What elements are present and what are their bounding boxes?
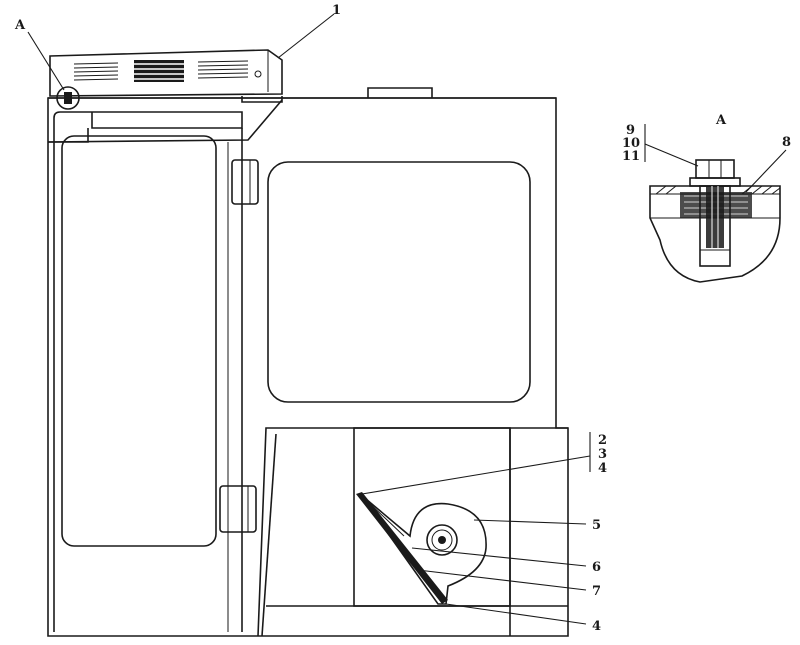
hinge-upper: [231, 159, 259, 205]
roof-vent-cover: [47, 49, 283, 143]
label-part-7: 7: [592, 584, 601, 599]
vent-slots-right: [197, 60, 249, 79]
leader-lines: [277, 13, 591, 625]
label-part-3: 3: [598, 447, 607, 462]
detail-view-a: [644, 124, 787, 283]
detail-bolt-head: [695, 159, 735, 179]
cab-body: [47, 87, 569, 637]
label-part-2: 2: [598, 433, 607, 448]
door-hinges: [219, 159, 259, 533]
cab-door: [48, 111, 243, 632]
vent-slots-middle: [134, 60, 184, 82]
label-part-11: 11: [622, 149, 640, 164]
side-window: [267, 161, 531, 403]
label-callout-a: A: [14, 18, 26, 33]
label-part-4-top: 4: [598, 461, 607, 476]
blower-rotor: [426, 524, 458, 556]
lower-compartment: [257, 427, 568, 637]
hinge-lower: [219, 485, 257, 533]
label-part-10: 10: [622, 136, 640, 151]
label-part-6: 6: [592, 560, 601, 575]
label-part-9: 9: [626, 123, 635, 138]
label-part-8: 8: [782, 135, 791, 150]
label-part-4-bottom: 4: [592, 619, 601, 634]
door-window: [61, 135, 217, 547]
part-labels: A 1 A 9 10 11 8 2 3 4 5 6 7 4: [14, 3, 791, 634]
vent-slots-left: [73, 62, 119, 81]
blower-assembly: [356, 492, 487, 605]
label-part-5: 5: [592, 518, 601, 533]
detail-callout-a-marker: [27, 31, 80, 110]
label-detail-title: A: [715, 113, 727, 128]
label-part-1: 1: [332, 3, 341, 18]
